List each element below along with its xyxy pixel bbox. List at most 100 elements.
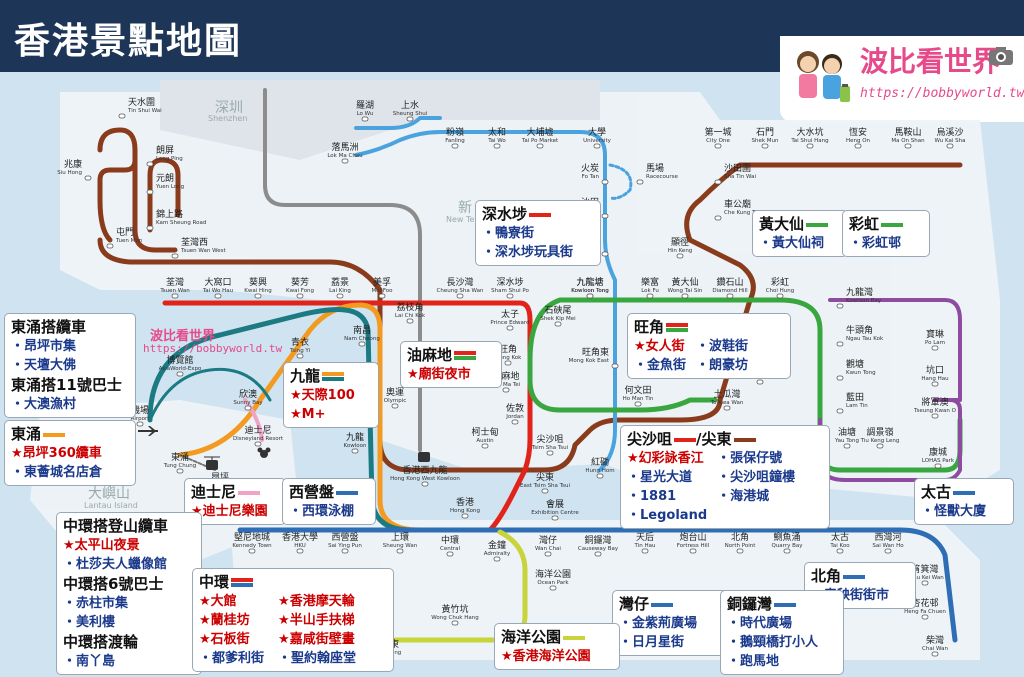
- station-marker: [641, 548, 649, 554]
- box-title: 旺角: [634, 317, 784, 337]
- box-item: ・西環泳棚: [289, 504, 355, 519]
- station-name-en: Shek Kip Mei: [540, 316, 576, 322]
- station-marker: [461, 513, 469, 519]
- station-marker: [341, 158, 349, 164]
- box-sham-shui-po: 深水埗 ・鴨寮街 ・深水埗玩具街: [475, 200, 601, 266]
- box-item: ★大館: [199, 594, 237, 609]
- station-name: 鰂魚涌: [773, 531, 800, 543]
- line-east-rail: [354, 116, 617, 472]
- camera-icon: [989, 47, 1013, 65]
- station-name-en: Tsuen Wan: [159, 288, 190, 294]
- station-marker: [296, 548, 304, 554]
- station-marker: [396, 548, 404, 554]
- box-item: ・海港城: [717, 489, 770, 504]
- station-marker: [806, 143, 814, 149]
- station-name: 荃灣: [166, 276, 184, 288]
- station-marker: [836, 303, 844, 309]
- box-title: 東涌: [11, 424, 129, 444]
- station-marker: [146, 161, 154, 167]
- station-marker: [551, 515, 559, 521]
- station-name: 天后: [636, 532, 654, 543]
- station-name-en: Wong Chuk Hang: [431, 615, 478, 621]
- station-name: 西灣河: [874, 531, 901, 543]
- station-name-en: Tin Shui Wai: [127, 108, 162, 114]
- box-title: 深水埗: [482, 204, 594, 224]
- station-name: 九龍塘: [576, 276, 603, 288]
- station-name-en: LOHAS Park: [922, 458, 955, 464]
- station-name-en: Ngau Tau Kok: [846, 336, 884, 342]
- station-name-en: Kwun Tong: [846, 370, 876, 376]
- box-item: ・深水埗玩具街: [482, 245, 574, 260]
- station-name: 元朗: [156, 172, 174, 184]
- station-name-en: Racecourse: [646, 174, 678, 180]
- box-choi-hung: 彩虹 ・彩虹邨: [842, 210, 930, 257]
- station-marker: [136, 421, 144, 427]
- station-marker: [549, 585, 557, 591]
- station-name-en: Shek Mun: [751, 138, 779, 144]
- box-title: 太古: [921, 482, 1007, 502]
- station-name: 何文田: [624, 384, 651, 396]
- station-name: 堅尼地城: [234, 531, 270, 543]
- station-name-en: AsiaWorld-Expo: [159, 366, 202, 372]
- station-name-en: Lai Chi Kok: [395, 313, 426, 319]
- station-name-en: Admiralty: [484, 551, 511, 557]
- station-name-en: Tuen Mun: [115, 238, 143, 244]
- box-item: ・鵝頸橋打小人: [727, 635, 819, 650]
- station-name-en: Mong Kok East: [569, 358, 610, 364]
- station-name-en: Wong Tai Sin: [668, 288, 703, 294]
- box-title: 中環搭渡輪: [63, 633, 139, 651]
- station-name-en: Kowloon Bay: [846, 298, 882, 304]
- station-marker: [456, 293, 464, 299]
- station-marker: [676, 253, 684, 259]
- station-marker: [586, 293, 594, 299]
- station-marker: [536, 143, 544, 149]
- station-name: 恆安: [849, 126, 867, 138]
- land-shenzhen: [160, 80, 600, 160]
- region-lantau: 大嶼山: [88, 486, 130, 502]
- line-intercity: [263, 88, 422, 452]
- station-name: 調景嶺: [866, 426, 893, 438]
- station-marker: [884, 548, 892, 554]
- station-name: 粉嶺: [446, 126, 464, 138]
- station-name-en: Che Kung Temple: [724, 210, 772, 216]
- station-name: 第一城: [704, 126, 731, 138]
- station-name: 上水: [401, 99, 419, 111]
- station-name: 深水埗: [496, 276, 523, 288]
- station-name: 荃灣西: [181, 236, 208, 248]
- station-name-en: Ho Man Tin: [623, 396, 654, 402]
- station-marker: [756, 379, 764, 385]
- station-name: 馬場: [646, 162, 664, 174]
- station-marker: [736, 548, 744, 554]
- station-name-en: Kowloon Tong: [571, 288, 608, 294]
- station-name-en: Austin: [476, 438, 494, 444]
- box-title: 油麻地: [407, 345, 495, 365]
- station-marker: [726, 293, 734, 299]
- station-name: 博覽館: [166, 354, 193, 366]
- station-marker: [931, 381, 939, 387]
- station-marker: [254, 441, 262, 447]
- station-name-en: Tung Chung: [163, 463, 197, 469]
- box-item: ★香港摩天輪: [278, 594, 355, 609]
- station-name: 油塘: [838, 426, 856, 438]
- station-name: 佐敦: [506, 402, 524, 414]
- station-name: 顯徑: [671, 236, 689, 248]
- brand-url: https://bobbyworld.tw: [860, 86, 1024, 101]
- station-name-en: Fanling: [445, 138, 465, 144]
